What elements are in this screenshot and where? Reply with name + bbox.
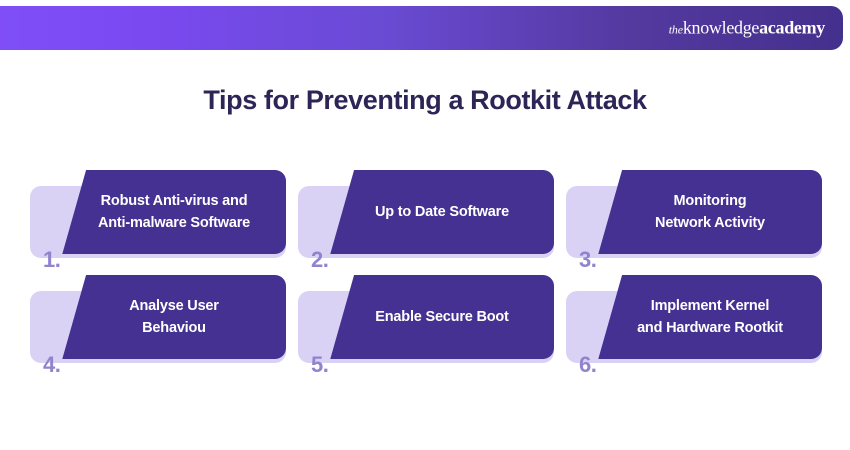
tip-label-6: Implement Kernel and Hardware Rootkit (637, 297, 783, 336)
tip-number-1: 1. (43, 247, 61, 272)
tip-card-4: 4. Analyse User Behaviou (30, 275, 286, 380)
tip-panel-2: Up to Date Software (330, 170, 554, 254)
tip-label-5: Enable Secure Boot (375, 308, 509, 325)
tip-label-1: Robust Anti-virus and Anti-malware Softw… (97, 192, 251, 231)
tip-panel-5: Enable Secure Boot (330, 275, 554, 359)
brand-logo: theknowledgeacademy (668, 17, 826, 38)
tip-number-5: 5. (311, 352, 329, 377)
header-bar: theknowledgeacademy (0, 6, 843, 50)
tip-label-2: Up to Date Software (375, 203, 509, 220)
tip-number-3: 3. (579, 247, 597, 272)
tip-panel-4: Analyse User Behaviou (62, 275, 286, 359)
tip-card-5: 5. Enable Secure Boot (298, 275, 554, 380)
tip-card-1: 1. Robust Anti-virus and Anti-malware So… (30, 170, 286, 275)
tip-panel-3: Monitoring Network Activity (598, 170, 822, 254)
tip-panel-inner-4: Analyse User Behaviou (62, 275, 286, 359)
tip-panel-6: Implement Kernel and Hardware Rootkit (598, 275, 822, 359)
tip-panel-inner-3: Monitoring Network Activity (598, 170, 822, 254)
tip-card-3: 3. Monitoring Network Activity (566, 170, 822, 275)
tip-card-2: 2. Up to Date Software (298, 170, 554, 275)
tip-panel-inner-6: Implement Kernel and Hardware Rootkit (598, 275, 822, 359)
tip-number-2: 2. (311, 247, 329, 272)
logo-academy-text: academy (759, 17, 825, 38)
tip-panel-inner-2: Up to Date Software (330, 170, 554, 254)
tip-number-4: 4. (43, 352, 61, 377)
tip-label-3: Monitoring Network Activity (655, 192, 765, 231)
tip-card-6: 6. Implement Kernel and Hardware Rootkit (566, 275, 822, 380)
tip-panel-1: Robust Anti-virus and Anti-malware Softw… (62, 170, 286, 254)
logo-knowledge-text: knowledge (682, 17, 760, 38)
tips-grid: 1. Robust Anti-virus and Anti-malware So… (30, 170, 822, 380)
tip-number-6: 6. (579, 352, 597, 377)
tip-label-4: Analyse User Behaviou (129, 297, 219, 336)
logo-the-text: the (668, 22, 683, 37)
tip-panel-inner-5: Enable Secure Boot (330, 275, 554, 359)
tip-panel-inner-1: Robust Anti-virus and Anti-malware Softw… (62, 170, 286, 254)
page-title: Tips for Preventing a Rootkit Attack (203, 85, 647, 115)
